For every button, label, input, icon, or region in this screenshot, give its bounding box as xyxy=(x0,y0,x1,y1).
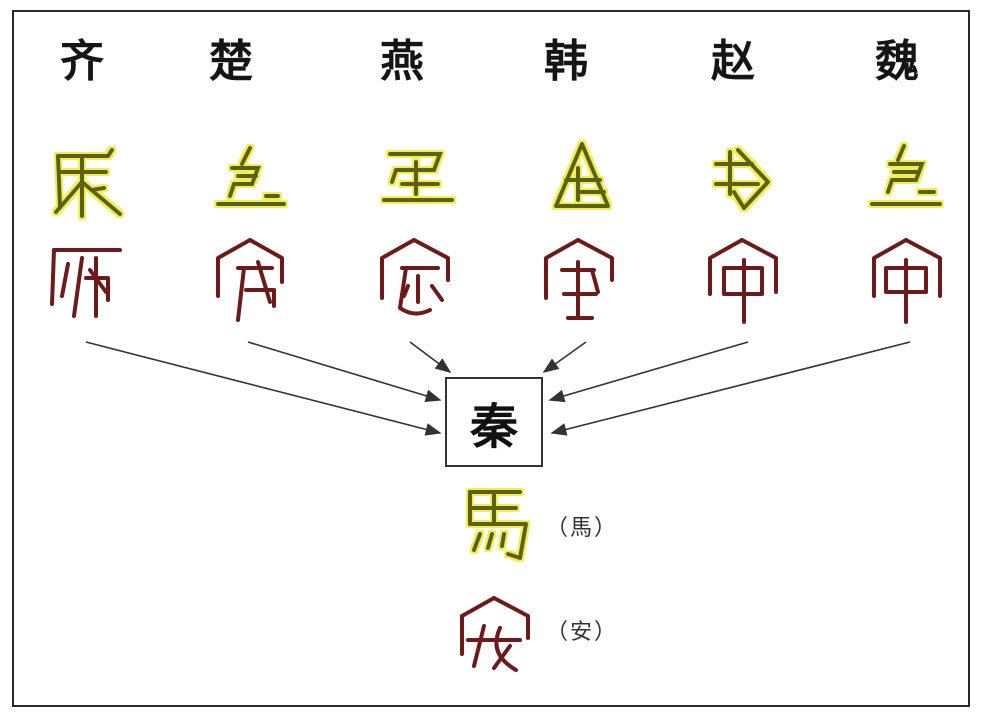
han-horse-seal-glyph-icon xyxy=(554,142,610,208)
yan-horse-seal-glyph-icon xyxy=(382,152,454,202)
qin-label: 秦 xyxy=(469,399,518,455)
arrow-from-han xyxy=(542,341,587,373)
state-name-yan: 燕 xyxy=(380,36,424,87)
chu-an-seal-glyph-icon xyxy=(216,238,284,322)
arrow-from-chu xyxy=(247,341,442,402)
arrow-from-wei xyxy=(550,341,911,436)
state-name-qi: 齐 xyxy=(60,36,104,87)
state-name-chu: 楚 xyxy=(209,36,253,87)
qi-horse-seal-glyph-icon xyxy=(54,148,122,218)
wei-an-seal-glyph-icon xyxy=(872,238,942,324)
diagram-frame xyxy=(12,10,970,707)
horse-note: （馬） xyxy=(546,516,619,541)
state-name-wei: 魏 xyxy=(875,36,919,87)
arrow-from-zhao xyxy=(548,341,749,403)
qin-horse-seal-glyph-icon xyxy=(468,490,528,560)
arrow-from-yan xyxy=(409,341,452,373)
wei-horse-seal-glyph-icon xyxy=(870,144,942,206)
arrow-from-qi xyxy=(85,341,442,436)
qin-standard-box: 秦 xyxy=(445,377,543,467)
chu-horse-seal-glyph-icon xyxy=(216,146,286,206)
zhao-an-seal-glyph-icon xyxy=(708,238,778,324)
zhao-horse-seal-glyph-icon xyxy=(714,148,770,210)
qin-an-seal-glyph-icon xyxy=(460,596,530,672)
state-name-han: 韩 xyxy=(544,36,588,87)
han-an-seal-glyph-icon xyxy=(544,238,614,320)
state-name-zhao: 赵 xyxy=(711,36,755,87)
yan-an-seal-glyph-icon xyxy=(380,238,450,316)
qi-an-seal-glyph-icon xyxy=(50,248,122,318)
an-note: （安） xyxy=(546,620,619,645)
